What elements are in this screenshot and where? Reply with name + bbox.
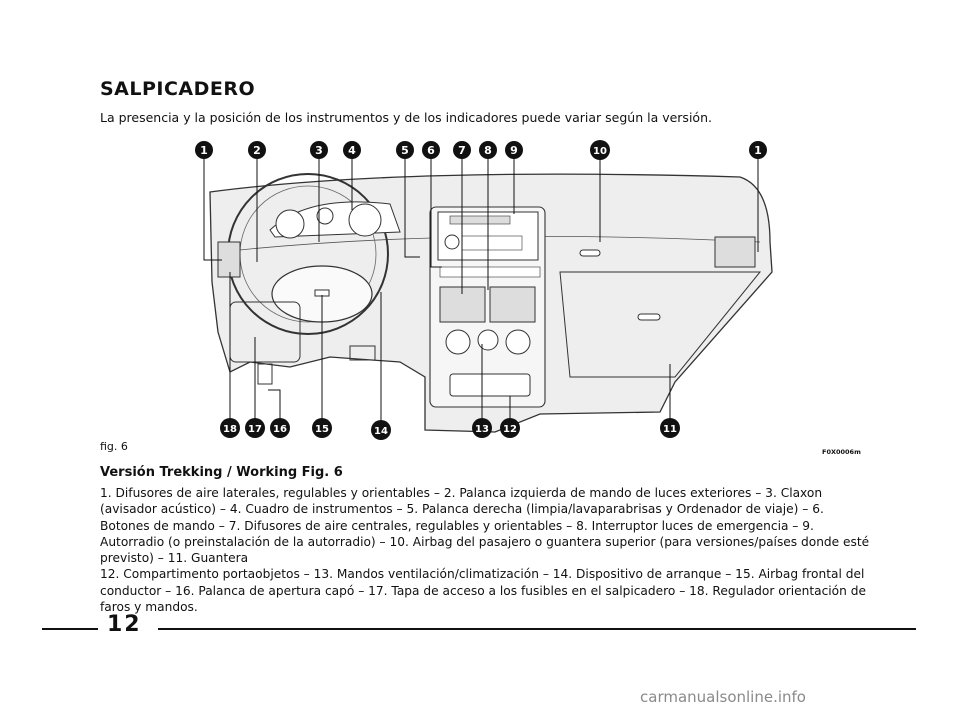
callout-1-right: 1 [749,141,767,159]
svg-text:5: 5 [401,144,409,157]
footer-rule-left [42,628,98,630]
callout-15: 15 [312,418,332,438]
watermark: carmanualsonline.info [640,688,806,706]
svg-text:18: 18 [223,424,237,435]
callout-14: 14 [371,420,391,440]
callout-4: 4 [343,141,361,159]
callout-16: 16 [270,418,290,438]
svg-text:9: 9 [510,144,518,157]
description-line-1: 1. Difusores de aire laterales, regulabl… [100,486,870,566]
section-subtitle: Versión Trekking / Working Fig. 6 [100,465,343,480]
callout-18: 18 [220,418,240,438]
svg-text:13: 13 [475,424,489,435]
callout-7: 7 [453,141,471,159]
description-line-2: 12. Compartimento portaobjetos – 13. Man… [100,567,866,615]
callout-13: 13 [472,418,492,438]
svg-text:10: 10 [593,146,607,157]
svg-text:3: 3 [315,144,323,157]
callout-11: 11 [660,418,680,438]
figure-label: fig. 6 [100,440,128,453]
intro-text: La presencia y la posición de los instru… [100,110,712,125]
svg-text:2: 2 [253,144,261,157]
side-vent-right [714,236,756,268]
callout-1-top: 1 [195,141,213,159]
svg-text:17: 17 [248,424,262,435]
svg-text:6: 6 [427,144,435,157]
dashboard-illustration: 1 2 3 4 5 6 7 8 9 10 1 18 17 16 15 14 13… [195,140,773,440]
page-number: 12 [107,612,142,637]
svg-text:4: 4 [348,144,356,157]
description: 1. Difusores de aire laterales, regulabl… [100,485,870,615]
callout-5: 5 [396,141,414,159]
svg-text:11: 11 [663,424,677,435]
footer-rule-right [158,628,916,630]
svg-text:14: 14 [374,426,388,437]
svg-text:15: 15 [315,424,329,435]
callout-12: 12 [500,418,520,438]
callout-2: 2 [248,141,266,159]
callout-8: 8 [479,141,497,159]
callout-9: 9 [505,141,523,159]
svg-text:1: 1 [754,144,762,157]
glove-box [559,271,762,378]
page-title: SALPICADERO [100,78,256,100]
svg-text:12: 12 [503,424,517,435]
storage-compartment [449,373,531,397]
svg-text:7: 7 [458,144,466,157]
callout-17: 17 [245,418,265,438]
figure-code: F0X0006m [822,448,861,456]
callout-10: 10 [590,140,610,160]
svg-text:16: 16 [273,424,287,435]
center-vent-right [489,286,536,323]
center-vent-left [439,286,486,323]
callout-3: 3 [310,141,328,159]
callout-6: 6 [422,141,440,159]
svg-text:8: 8 [484,144,492,157]
svg-text:1: 1 [200,144,208,157]
